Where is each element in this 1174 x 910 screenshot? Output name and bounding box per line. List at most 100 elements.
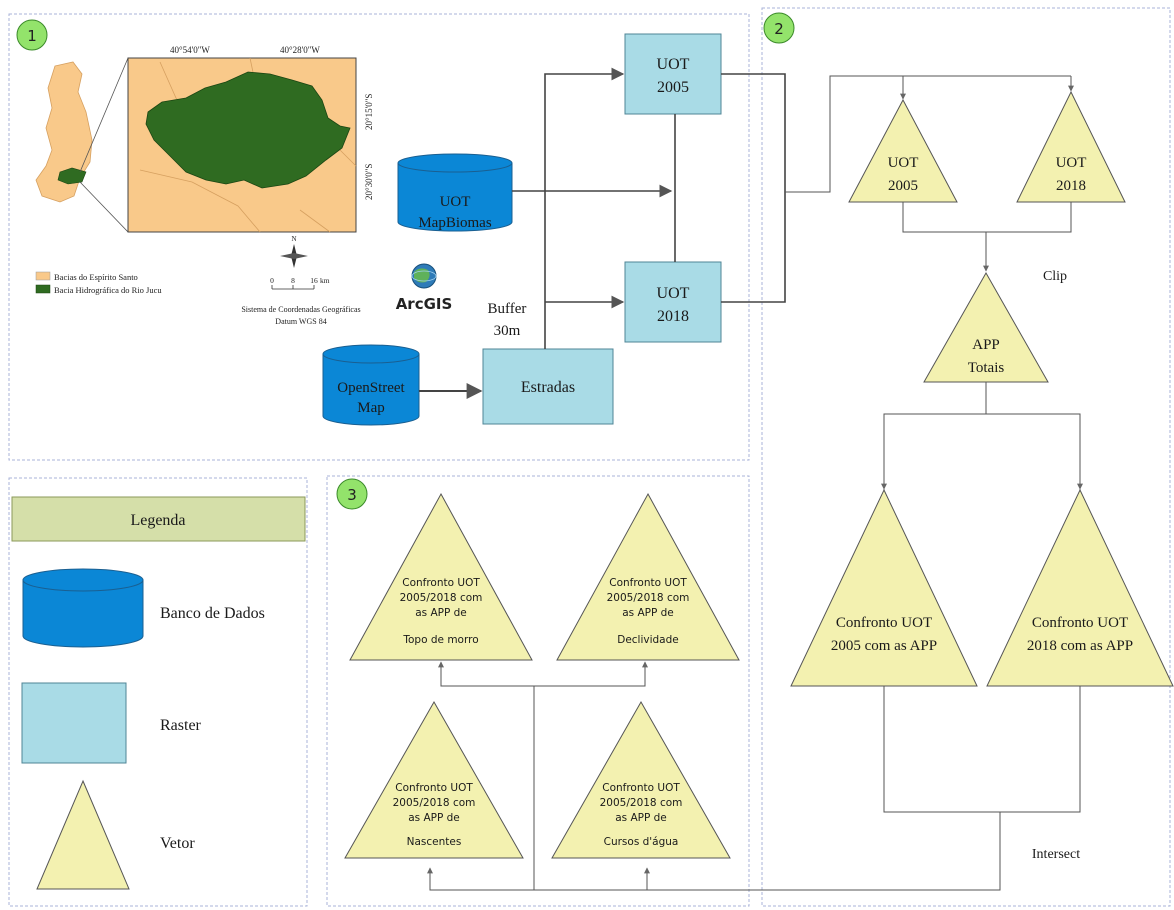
curs-line-2: 2005/2018 com: [600, 797, 683, 809]
estradas-raster: [482, 348, 614, 425]
legend-title-box: [11, 496, 306, 542]
estradas-label: Estradas: [521, 379, 575, 396]
osm-label-2: Map: [357, 400, 385, 416]
arcgis-globe-icon: [411, 263, 437, 289]
scale-16: 16: [310, 276, 318, 285]
legend-jucu-label: Bacia Hidrográfica do Rio Jucu: [54, 285, 162, 295]
nasc-line-3: as APP de: [408, 812, 460, 824]
nasc-line-1: Confronto UOT: [395, 782, 473, 794]
curs-line-3: as APP de: [615, 812, 667, 824]
confronto-topo-vector: [349, 492, 533, 661]
legend-db-label: Banco de Dados: [160, 605, 265, 622]
decl-line-4: Declividade: [617, 634, 679, 646]
legend-raster-label: Raster: [160, 717, 202, 734]
c2005-label-1: Confronto UOT: [836, 615, 932, 631]
intersect-label: Intersect: [1032, 847, 1080, 862]
buffer-label-1: Buffer: [488, 301, 527, 317]
jucu-basin: [145, 71, 351, 189]
confronto-2005-vector: [790, 488, 978, 687]
estradas-to-uot2005-arrow: [544, 67, 625, 349]
v2018-label-1: UOT: [1056, 155, 1087, 171]
lon-label-1: 40°54'0"W: [170, 45, 210, 55]
c2018-label-2: 2018 com as APP: [1027, 638, 1133, 654]
decl-line-1: Confronto UOT: [609, 577, 687, 589]
scale-8: 8: [291, 276, 295, 285]
topo-line-1: Confronto UOT: [402, 577, 480, 589]
zoom-line-top: [79, 57, 129, 173]
zoom-line-bottom: [79, 181, 129, 233]
panel-1-border: [8, 13, 750, 461]
confronto-2018-vector: [986, 488, 1174, 687]
legend-title: Legenda: [130, 512, 185, 529]
lat-label-2: 20°30'0"S: [364, 164, 374, 200]
uot-2005-raster: [624, 33, 722, 115]
mapbiomas-label-2: MapBiomas: [418, 215, 491, 231]
v2005-label-1: UOT: [888, 155, 919, 171]
uot-2018-label-2: 2018: [657, 308, 689, 325]
crs-line-1: Sistema de Coordenadas Geográficas: [241, 305, 360, 314]
north-arrow-icon: [280, 244, 308, 268]
mapbiomas-label-1: UOT: [440, 194, 471, 210]
openstreetmap-database: [322, 344, 420, 426]
panel-2-border: [761, 7, 1171, 907]
badge-1-label: 1: [27, 27, 37, 45]
lat-label-1: 20°15'0"S: [364, 94, 374, 130]
legend-jucu-swatch: [35, 284, 51, 294]
to-vector-connector: [785, 75, 1071, 193]
legend-basins-label: Bacias do Espírito Santo: [54, 272, 138, 282]
v2018-label-2: 2018: [1056, 178, 1086, 194]
nasc-line-4: Nascentes: [407, 836, 462, 848]
legend-vector-icon: [36, 779, 130, 890]
basin-map: [127, 57, 357, 233]
badge-2: 2: [763, 12, 795, 44]
uot-output-bracket: [721, 73, 786, 303]
c2005-label-2: 2005 com as APP: [831, 638, 937, 654]
app-label-2: Totais: [968, 360, 1005, 376]
badge-1: 1: [16, 19, 48, 51]
decl-line-3: as APP de: [622, 607, 674, 619]
c2018-label-1: Confronto UOT: [1032, 615, 1128, 631]
arcgis-label: ArcGIS: [396, 295, 453, 313]
panel-3-border: [326, 475, 750, 907]
badge-2-label: 2: [774, 20, 784, 38]
scale-bar: [271, 285, 315, 290]
osm-label-1: OpenStreet: [337, 380, 405, 396]
v2005-label-2: 2005: [888, 178, 918, 194]
lon-label-2: 40°28'0"W: [280, 45, 320, 55]
topo-line-4: Topo de morro: [402, 634, 478, 646]
legend-panel-border: [8, 477, 308, 907]
uot-2005-label-1: UOT: [657, 56, 690, 73]
state-map: [35, 61, 93, 203]
legend-vector-label: Vetor: [160, 835, 195, 852]
intersect-to-nascentes-arrow: [427, 812, 1001, 891]
legend-basins-swatch: [35, 271, 51, 281]
decl-line-2: 2005/2018 com: [607, 592, 690, 604]
crs-line-2: Datum WGS 84: [275, 317, 326, 326]
buffer-label-2: 30m: [494, 323, 521, 339]
curs-line-4: Cursos d'água: [604, 836, 679, 848]
topo-line-2: 2005/2018 com: [400, 592, 483, 604]
topo-line-3: as APP de: [415, 607, 467, 619]
uot-2005-label-2: 2005: [657, 79, 689, 96]
uot-2018-label-1: UOT: [657, 285, 690, 302]
jucu-locator: [57, 167, 87, 185]
scale-unit: km: [320, 276, 330, 285]
intersect-merge-connector: [883, 686, 1081, 813]
uot-2018-raster: [624, 261, 722, 343]
app-split-connector: [883, 413, 1081, 491]
confronto-declividade-vector: [556, 492, 740, 661]
clip-label: Clip: [1043, 269, 1067, 284]
north-label: N: [291, 235, 296, 243]
legend-raster-icon: [21, 682, 127, 764]
app-label-1: APP: [972, 337, 1000, 353]
scale-0: 0: [270, 276, 274, 285]
confronto-nascentes-vector: [344, 700, 524, 859]
panel3-top-connector: [440, 668, 646, 687]
nasc-line-2: 2005/2018 com: [393, 797, 476, 809]
confronto-cursos-vector: [551, 700, 731, 859]
badge-3: 3: [336, 478, 368, 510]
legend-database-icon: [22, 568, 144, 648]
clip-merge-connector: [902, 202, 1072, 233]
